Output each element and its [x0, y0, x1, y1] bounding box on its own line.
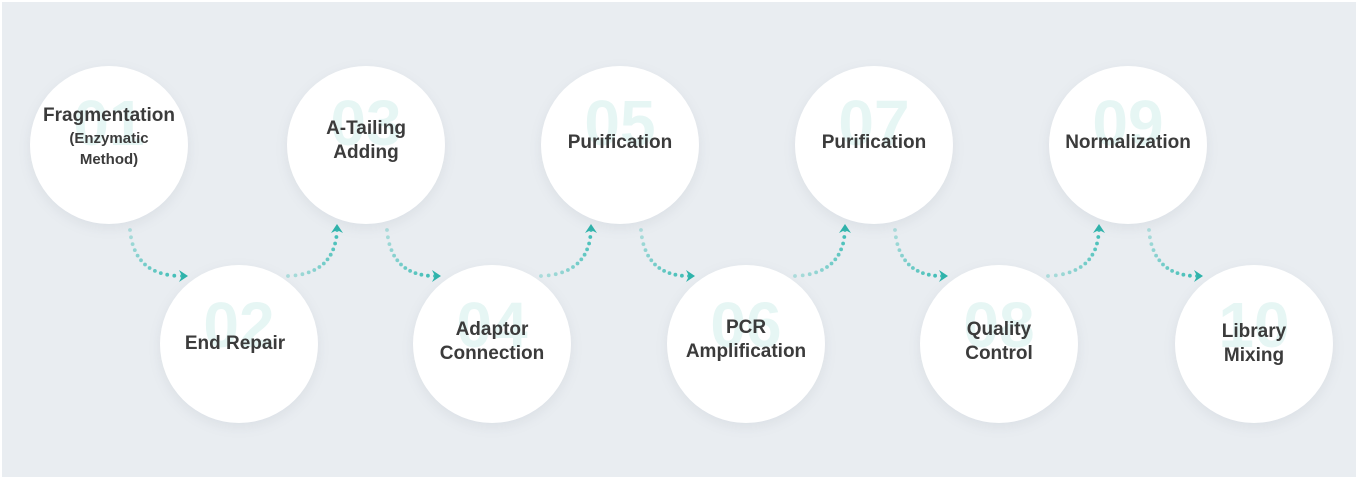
step-label-line: Fragmentation: [43, 105, 175, 126]
step-label: Fragmentation (Enzymatic Method): [37, 104, 181, 170]
step-06: 06 PCR Amplification: [667, 265, 825, 423]
connector-arrow: [893, 228, 948, 282]
step-label: A-Tailing Adding: [320, 117, 412, 165]
step-label: Quality Control: [959, 318, 1039, 366]
connector-arrow: [793, 224, 851, 278]
step-03: 03 A-Tailing Adding: [287, 66, 445, 224]
step-10: 10 Library Mixing: [1175, 265, 1333, 423]
step-label-line: Adaptor: [455, 319, 529, 340]
connector-arrow: [286, 224, 343, 278]
step-04: 04 Adaptor Connection: [413, 265, 571, 423]
step-label: End Repair: [179, 332, 291, 356]
step-label-line: Library: [1221, 321, 1287, 342]
step-label-line: Normalization: [1065, 132, 1191, 153]
connector-arrow: [639, 228, 695, 282]
step-label-line: Amplification: [685, 341, 807, 362]
step-label-line: PCR: [725, 317, 767, 338]
connector-arrow: [1046, 224, 1105, 278]
step-08: 08 Quality Control: [920, 265, 1078, 423]
step-label: Normalization: [1059, 131, 1197, 155]
step-label-line: Mixing: [1223, 345, 1285, 366]
step-05: 05 Purification: [541, 66, 699, 224]
step-label: PCR Amplification: [680, 316, 812, 364]
step-09: 09 Normalization: [1049, 66, 1207, 224]
step-sublabel-line: (Enzymatic: [69, 130, 149, 147]
step-label-line: A-Tailing: [326, 118, 406, 139]
step-01: 01 Fragmentation (Enzymatic Method): [30, 66, 188, 224]
step-label: Purification: [816, 131, 933, 155]
step-label-line: Adding: [333, 142, 399, 163]
step-label-line: Connection: [439, 343, 545, 364]
connector-arrow: [128, 228, 188, 282]
step-07: 07 Purification: [795, 66, 953, 224]
step-label: Purification: [562, 131, 679, 155]
connector-arrow: [539, 224, 597, 278]
step-label-line: Control: [965, 343, 1033, 364]
connector-arrow: [1147, 228, 1203, 282]
step-label-line: Purification: [567, 132, 673, 153]
step-label: Library Mixing: [1216, 320, 1292, 368]
step-sublabel-line: Method): [79, 151, 139, 168]
step-label-line: End Repair: [184, 333, 286, 354]
step-label-line: Purification: [821, 132, 927, 153]
connector-arrow: [385, 228, 441, 282]
step-label-line: Quality: [966, 319, 1032, 340]
step-02: 02 End Repair: [160, 265, 318, 423]
step-label: Adaptor Connection: [434, 318, 551, 366]
